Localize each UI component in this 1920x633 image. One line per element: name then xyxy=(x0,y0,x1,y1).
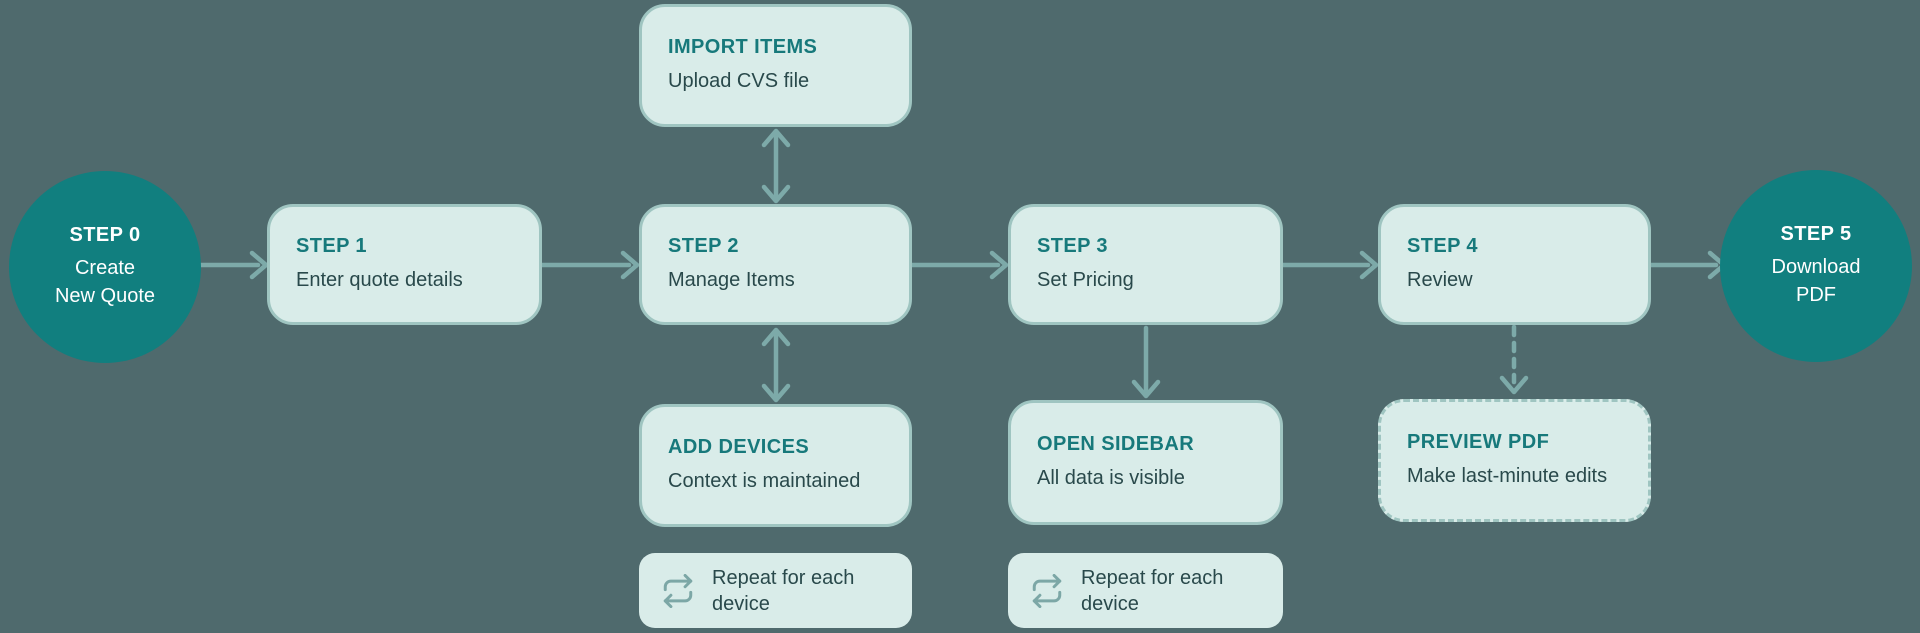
step2-subtitle: Manage Items xyxy=(668,269,795,291)
arrow-step4-step5 xyxy=(1648,250,1727,280)
repeat-note-label: Repeat for each device xyxy=(1081,566,1224,615)
step3-title: STEP 3 xyxy=(1037,235,1108,257)
repeat-note-label: Repeat for each device xyxy=(712,566,855,615)
add-devices-title: ADD DEVICES xyxy=(668,436,810,458)
arrow-step4-preview-pdf xyxy=(1499,324,1529,395)
node-step2: STEP 2 Manage Items xyxy=(639,204,912,325)
node-step4: STEP 4 Review xyxy=(1378,204,1651,325)
node-step3: STEP 3 Set Pricing xyxy=(1008,204,1283,325)
repeat-note-pricing: Repeat for each device xyxy=(1008,553,1283,628)
node-step5: STEP 5 Download PDF xyxy=(1720,170,1912,362)
step0-line-2: New Quote xyxy=(54,285,156,307)
add-devices-subtitle: Context is maintained xyxy=(668,470,861,492)
arrow-step1-step2 xyxy=(539,250,640,280)
node-preview-pdf: PREVIEW PDF Make last-minute edits xyxy=(1378,399,1651,522)
arrow-step3-step4 xyxy=(1280,250,1379,280)
repeat-note-manage: Repeat for each device xyxy=(639,553,912,628)
step5-title: STEP 5 xyxy=(1780,223,1852,245)
arrow-step2-add-devices xyxy=(761,327,791,403)
node-open-sidebar: OPEN SIDEBAR All data is visible xyxy=(1008,400,1283,525)
step0-title: STEP 0 xyxy=(69,224,141,246)
import-items-subtitle: Upload CVS file xyxy=(668,70,810,92)
step3-subtitle: Set Pricing xyxy=(1037,269,1134,291)
node-step0: STEP 0 Create New Quote xyxy=(9,171,201,363)
node-import-items: IMPORT ITEMS Upload CVS file xyxy=(639,4,912,127)
preview-pdf-title: PREVIEW PDF xyxy=(1407,431,1550,453)
repeat-icon xyxy=(1030,573,1064,608)
step4-subtitle: Review xyxy=(1407,269,1473,291)
step0-line-1: Create xyxy=(74,257,136,279)
step4-title: STEP 4 xyxy=(1407,235,1478,257)
step5-line-1: Download xyxy=(1771,256,1861,278)
step1-subtitle: Enter quote details xyxy=(296,269,463,291)
arrow-step2-step3 xyxy=(909,250,1009,280)
preview-pdf-subtitle: Make last-minute edits xyxy=(1407,465,1608,487)
node-add-devices: ADD DEVICES Context is maintained xyxy=(639,404,912,527)
import-items-title: IMPORT ITEMS xyxy=(668,36,818,58)
arrow-step0-step1 xyxy=(197,250,269,280)
arrow-step3-open-sidebar xyxy=(1131,325,1161,399)
open-sidebar-subtitle: All data is visible xyxy=(1037,467,1185,489)
repeat-icon xyxy=(661,573,695,608)
open-sidebar-title: OPEN SIDEBAR xyxy=(1037,433,1195,455)
node-step1: STEP 1 Enter quote details xyxy=(267,204,542,325)
step5-line-2: PDF xyxy=(1796,284,1836,306)
arrow-import-items-step2 xyxy=(761,128,791,204)
step2-title: STEP 2 xyxy=(668,235,739,257)
step1-title: STEP 1 xyxy=(296,235,367,257)
